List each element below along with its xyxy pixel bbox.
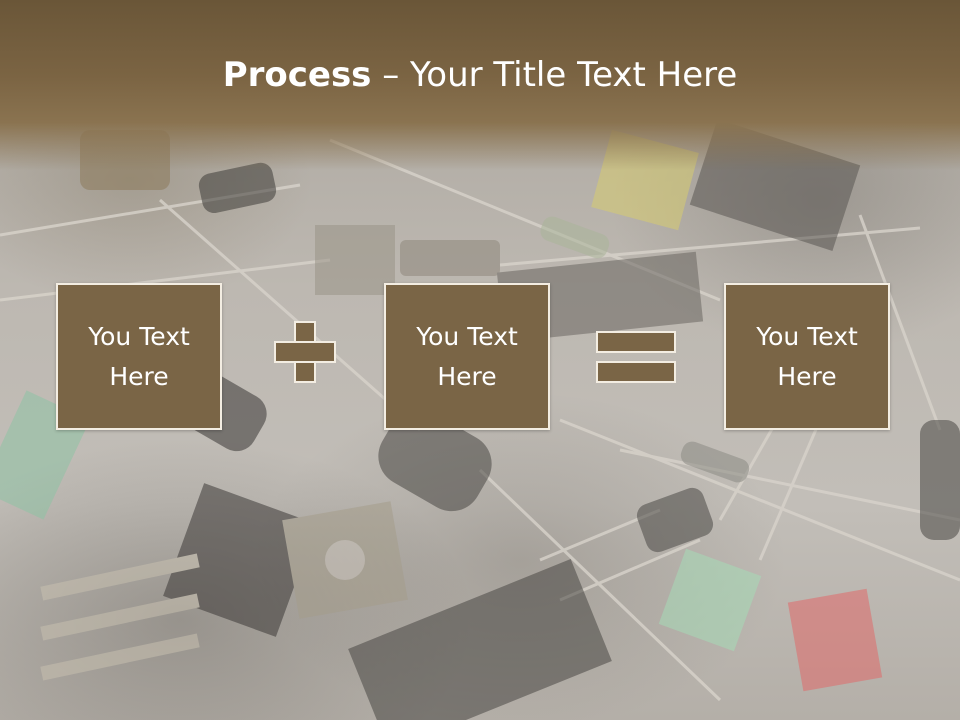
title-band	[0, 0, 960, 170]
slide-title: Process – Your Title Text Here	[0, 52, 960, 98]
equals-icon	[596, 331, 676, 383]
process-box-1[interactable]: You Text Here	[56, 283, 222, 430]
title-bold-part: Process	[222, 55, 372, 95]
plus-icon	[274, 321, 336, 383]
process-box-2[interactable]: You Text Here	[384, 283, 550, 430]
process-box-3-text: You Text Here	[756, 321, 858, 391]
process-box-1-text: You Text Here	[88, 321, 190, 391]
title-rest-part: – Your Title Text Here	[371, 55, 738, 95]
process-box-2-text: You Text Here	[416, 321, 518, 391]
process-box-3[interactable]: You Text Here	[724, 283, 890, 430]
